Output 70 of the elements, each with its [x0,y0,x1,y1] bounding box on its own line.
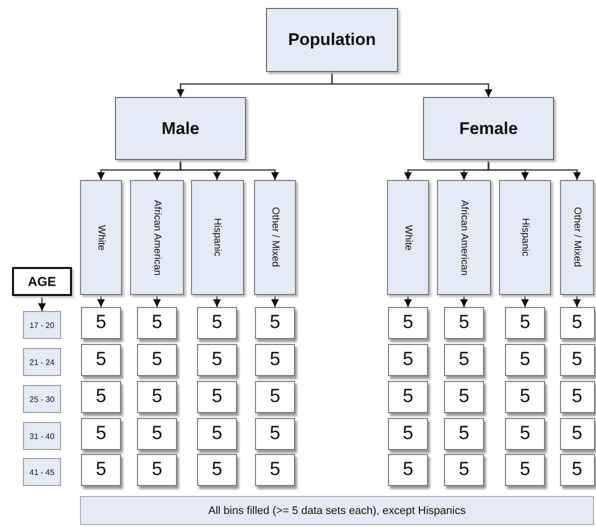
category-box: African American [437,180,491,295]
count-box: 5 [255,418,295,450]
age-range-box: 41 - 45 [23,458,61,486]
age-range-box: 17 - 20 [23,311,61,339]
count-box: 5 [137,454,177,486]
age-range-box: 31 - 40 [23,422,61,450]
count-box: 5 [388,307,428,339]
count-box: 5 [444,344,484,376]
count-box: 5 [444,418,484,450]
count-box: 5 [388,344,428,376]
arrow [38,296,46,311]
arrow [488,160,581,180]
count-box: 5 [255,307,295,339]
count-box: 5 [137,307,177,339]
category-box: Other / Mixed [560,180,594,295]
process-box: Population [266,8,398,72]
arrow [460,295,468,307]
count-box: 5 [81,344,121,376]
count-box: 5 [255,344,295,376]
arrow [331,72,492,97]
age-range-box: 25 - 30 [23,385,61,413]
count-box: 5 [197,381,237,413]
count-box: 5 [388,381,428,413]
count-box: 5 [560,418,594,450]
count-box: 5 [197,307,237,339]
count-box: 5 [505,418,545,450]
count-box: 5 [197,418,237,450]
count-box: 5 [81,454,121,486]
count-box: 5 [505,454,545,486]
count-box: 5 [255,454,295,486]
note-banner: All bins filled (>= 5 data sets each), except Hispanics [80,496,594,525]
count-box: 5 [197,344,237,376]
count-box: 5 [81,418,121,450]
count-box: 5 [560,307,594,339]
process-box: Female [423,97,554,160]
arrow [271,295,279,307]
age-range-box: 21 - 24 [23,348,61,376]
arrow [404,295,412,307]
process-box: Male [115,97,246,160]
category-box: African American [130,180,184,295]
count-box: 5 [197,454,237,486]
count-box: 5 [444,307,484,339]
arrow [180,160,279,180]
count-box: 5 [388,454,428,486]
category-box: Hispanic [190,180,244,295]
arrow [573,295,581,307]
count-box: 5 [505,344,545,376]
arrow [213,295,221,307]
arrow [521,295,529,307]
count-box: 5 [81,307,121,339]
count-box: 5 [505,381,545,413]
category-box: White [387,180,429,295]
count-box: 5 [444,454,484,486]
count-box: 5 [505,307,545,339]
count-box: 5 [137,344,177,376]
category-box: White [80,180,122,295]
category-box: Hispanic [499,180,551,295]
count-box: 5 [137,381,177,413]
count-box: 5 [560,344,594,376]
count-box: 5 [560,454,594,486]
count-box: 5 [444,381,484,413]
count-box: 5 [560,381,594,413]
arrow [97,295,105,307]
count-box: 5 [255,381,295,413]
count-box: 5 [81,381,121,413]
count-box: 5 [137,418,177,450]
header-box: AGE [12,267,72,296]
count-box: 5 [388,418,428,450]
arrow [153,295,161,307]
category-box: Other / Mixed [254,180,296,295]
